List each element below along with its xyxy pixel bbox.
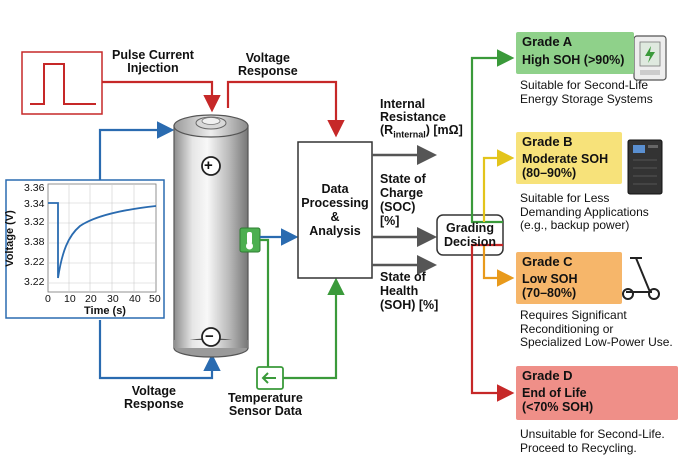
grade-c-box: Grade C Low SOH (70–80%) — [516, 252, 622, 304]
pulse-waveform — [30, 63, 96, 105]
grade-b-box: Grade B Moderate SOH (80–90%) — [516, 132, 622, 184]
voltage-response-top-arrow — [226, 80, 345, 138]
grade-a-box: Grade A High SOH (>90%) — [516, 32, 634, 74]
ups-cabinet-icon — [627, 139, 663, 195]
soh-label: State of Health (SOH) [%] — [380, 270, 439, 312]
grade-a-subtitle: High SOH (>90%) — [522, 53, 625, 67]
grade-b-title: Grade B — [522, 134, 573, 149]
ytick: 3.36 — [24, 182, 45, 194]
pulse-current-label: Pulse Current Injection — [112, 48, 194, 75]
grade-c-description: Requires Significant Reconditioning or S… — [520, 308, 673, 349]
grade-d-subtitle: End of Life (<70% SOH) — [522, 386, 594, 414]
grade-a-branch — [470, 49, 515, 224]
xtick: 30 — [107, 293, 119, 305]
xtick: 40 — [129, 293, 141, 305]
minus-sign: − — [205, 328, 214, 345]
ytick: 3.22 — [24, 256, 45, 268]
soc-label: State of Charge (SOC) [%] — [380, 172, 426, 228]
minus-terminal-icon — [201, 327, 221, 347]
grade-d-description: Unsuitable for Second-Life. Proceed to R… — [520, 427, 665, 455]
grading-decision-label: Grading Decision — [443, 221, 497, 249]
xtick: 50 — [149, 293, 161, 305]
grade-a-description: Suitable for Second-Life Energy Storage … — [520, 78, 653, 106]
internal-resistance-label: Internal Resistance (Rinternal) [mΩ] — [380, 97, 463, 140]
pulse-to-battery-arrow — [102, 80, 221, 113]
grade-c-subtitle: Low SOH (70–80%) — [522, 272, 578, 300]
voltage-response-bottom-arrow — [98, 320, 221, 380]
sensor-down-line — [260, 238, 270, 367]
processing-box — [297, 141, 373, 279]
ytick: 3.22 — [24, 276, 45, 288]
grade-d-title: Grade D — [522, 368, 573, 383]
battery-storage-icon — [633, 35, 667, 81]
plus-terminal-icon — [201, 156, 221, 176]
battery-to-plot-arrow — [98, 121, 175, 180]
grade-d-box: Grade D End of Life (<70% SOH) — [516, 366, 678, 420]
grade-d-branch — [470, 243, 515, 402]
ytick: 3.38 — [24, 236, 45, 248]
plot-grid — [48, 184, 156, 292]
plot-xlabel: Time (s) — [84, 305, 126, 317]
xtick: 0 — [45, 293, 51, 305]
grade-b-subtitle: Moderate SOH (80–90%) — [522, 152, 609, 180]
grade-c-branch — [482, 245, 515, 287]
xtick: 20 — [85, 293, 97, 305]
processing-label: Data Processing & Analysis — [301, 182, 369, 238]
temperature-sensor-label: Temperature Sensor Data — [228, 391, 303, 418]
xtick: 10 — [64, 293, 76, 305]
plot-area — [47, 183, 157, 293]
grade-a-title: Grade A — [522, 34, 573, 49]
grade-b-description: Suitable for Less Demanding Applications… — [520, 191, 649, 232]
ytick: 3.32 — [24, 216, 45, 228]
ytick: 3.34 — [24, 198, 45, 210]
voltage-curve — [48, 202, 157, 279]
plot-ylabel: Voltage (V) — [3, 210, 16, 267]
grade-b-branch — [482, 149, 515, 222]
voltage-response-bottom-label: Voltage Response — [124, 384, 184, 411]
plus-sign: + — [204, 157, 213, 174]
scooter-icon — [622, 257, 660, 300]
sensor-to-processing-arrow — [283, 277, 345, 380]
grade-c-title: Grade C — [522, 254, 573, 269]
voltage-response-top-label: Voltage Response — [238, 51, 298, 78]
